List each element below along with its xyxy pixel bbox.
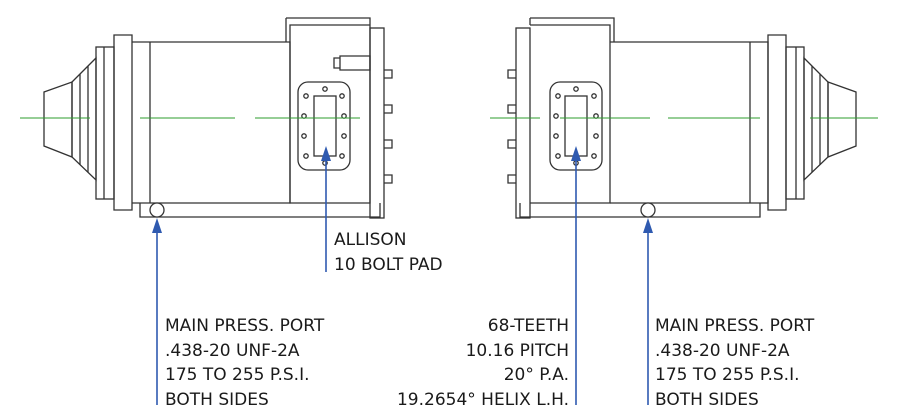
left-port-arrowhead [152, 218, 162, 233]
right-flange-bolts [507, 69, 516, 184]
left-main-housing [132, 41, 291, 204]
callout-leaders [152, 146, 653, 405]
right-mount-flange [785, 46, 805, 200]
right-port-arrowhead [643, 218, 653, 233]
gear-spec-arrowhead [571, 146, 581, 161]
left-adapter-flare [71, 56, 97, 182]
right-port-line-3: 175 TO 255 P.S.I. [655, 365, 800, 385]
allison-pad-arrowhead [321, 146, 331, 161]
left-port-line-1: MAIN PRESS. PORT [165, 316, 325, 336]
left-gearbox-flange [369, 27, 385, 219]
allison-pad-line-2: 10 BOLT PAD [334, 254, 443, 275]
right-gearbox-housing [529, 17, 615, 204]
gear-spec-callout: 68-TEETH 10.16 PITCH 20° P.A. 19.2654° H… [397, 314, 569, 412]
right-port-line-1: MAIN PRESS. PORT [655, 316, 815, 336]
left-bottom-rail [139, 203, 381, 218]
left-port-line-4: BOTH SIDES [165, 389, 269, 410]
left-unit-view [20, 17, 393, 219]
right-unit-view [490, 17, 878, 219]
right-gearbox-flange [515, 27, 531, 219]
right-main-housing [610, 41, 769, 204]
left-adapter-ribs [79, 66, 89, 172]
right-port-callout: MAIN PRESS. PORT .438-20 UNF-2A 175 TO 2… [655, 314, 814, 412]
gear-spec-line-3: 20° P.A. [503, 365, 569, 385]
allison-pad-callout: ALLISON 10 BOLT PAD [334, 228, 443, 277]
right-press-port [640, 202, 656, 218]
gear-spec-line-4: 19.2654° HELIX L.H. [396, 389, 569, 410]
left-port-line-2: .438-20 UNF-2A [165, 340, 300, 361]
left-mount-flange [95, 46, 115, 200]
left-press-port [149, 202, 165, 218]
right-adapter-ribs [811, 66, 821, 172]
gear-spec-line-2: 10.16 PITCH [465, 340, 569, 361]
left-nose-cone [43, 81, 73, 158]
right-port-line-4: BOTH SIDES [655, 389, 759, 410]
left-port-line-3: 175 TO 255 P.S.I. [165, 365, 310, 385]
left-flange-bolts [384, 69, 393, 184]
left-port-callout: MAIN PRESS. PORT .438-20 UNF-2A 175 TO 2… [165, 314, 324, 412]
right-bottom-rail [519, 203, 761, 218]
right-flange-detail [767, 34, 787, 211]
right-port-line-2: .438-20 UNF-2A [655, 340, 790, 361]
gear-spec-line-1: 68-TEETH [487, 316, 569, 336]
left-breather-fitting [333, 55, 371, 71]
right-nose-cone [827, 81, 857, 158]
left-allison-pad [297, 81, 351, 171]
right-adapter-flare [803, 56, 829, 182]
allison-pad-line-1: ALLISON [334, 230, 407, 250]
left-flange-detail [103, 34, 133, 211]
left-pad-window [313, 95, 337, 157]
